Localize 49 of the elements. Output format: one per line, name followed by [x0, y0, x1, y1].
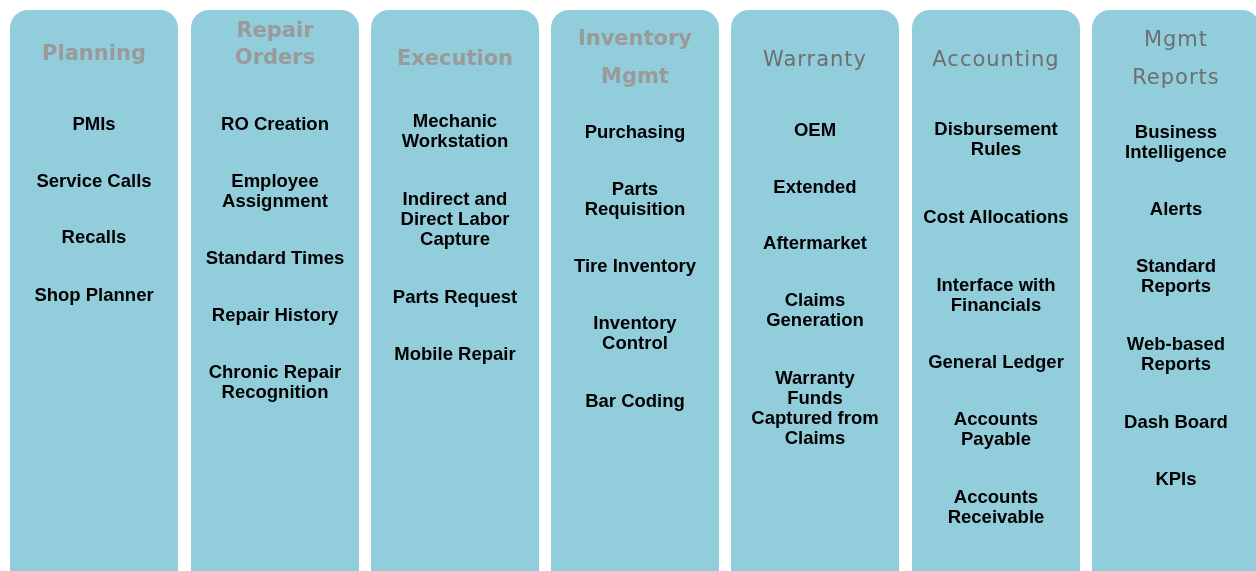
- item-text: OEM: [792, 120, 838, 140]
- column-heading: Planning: [41, 39, 147, 67]
- item-text: RO Creation: [220, 114, 330, 134]
- item-text: Web-based Reports: [1125, 334, 1227, 374]
- column-panel: [912, 10, 1080, 571]
- item-text: Disbursement Rules: [933, 119, 1059, 159]
- column-heading: Accounting: [931, 45, 1061, 73]
- item-text: Indirect and Direct Labor Capture: [399, 189, 511, 249]
- column-panel: [191, 10, 359, 571]
- item-text: Repair History: [210, 305, 340, 325]
- column-panel: [551, 10, 719, 571]
- item-text: Interface with Financials: [935, 275, 1057, 315]
- item-text: PMIs: [71, 114, 117, 134]
- item-text: Inventory Control: [592, 313, 678, 353]
- item-text: Employee Assignment: [221, 171, 329, 211]
- item-text: Bar Coding: [584, 391, 686, 411]
- item-text: General Ledger: [927, 352, 1065, 372]
- item-text: Standard Reports: [1134, 256, 1218, 296]
- item-text: Purchasing: [583, 122, 687, 142]
- item-text: Parts Request: [391, 287, 519, 307]
- item-text: Extended: [772, 177, 858, 197]
- item-text: Aftermarket: [762, 233, 868, 253]
- column-panel: [731, 10, 899, 571]
- column-panel: [371, 10, 539, 571]
- column-panel: [10, 10, 178, 571]
- item-text: Alerts: [1148, 199, 1204, 219]
- item-text: Warranty Funds Captured from Claims: [750, 368, 880, 448]
- item-text: Tire Inventory: [573, 256, 697, 276]
- item-text: Business Intelligence: [1124, 122, 1228, 162]
- column-heading: Mgmt Reports: [1131, 26, 1221, 91]
- item-text: Service Calls: [35, 171, 153, 191]
- column-panel: [1092, 10, 1256, 571]
- item-text: Claims Generation: [765, 290, 865, 330]
- item-text: Cost Allocations: [922, 207, 1070, 227]
- item-text: Chronic Repair Recognition: [207, 362, 343, 402]
- item-text: Mobile Repair: [393, 344, 517, 364]
- column-heading: Inventory Mgmt: [576, 25, 694, 90]
- item-text: Shop Planner: [33, 285, 155, 305]
- item-text: Accounts Receivable: [946, 487, 1046, 527]
- item-text: Dash Board: [1123, 412, 1229, 432]
- item-text: Accounts Payable: [952, 409, 1040, 449]
- item-text: Parts Requisition: [583, 179, 687, 219]
- item-text: Mechanic Workstation: [400, 111, 510, 151]
- item-text: Recalls: [60, 227, 128, 247]
- column-heading: Warranty: [762, 45, 868, 73]
- column-heading: Execution: [395, 44, 515, 72]
- column-heading: Repair Orders: [233, 17, 317, 71]
- item-text: Standard Times: [204, 248, 346, 268]
- item-text: KPIs: [1154, 469, 1198, 489]
